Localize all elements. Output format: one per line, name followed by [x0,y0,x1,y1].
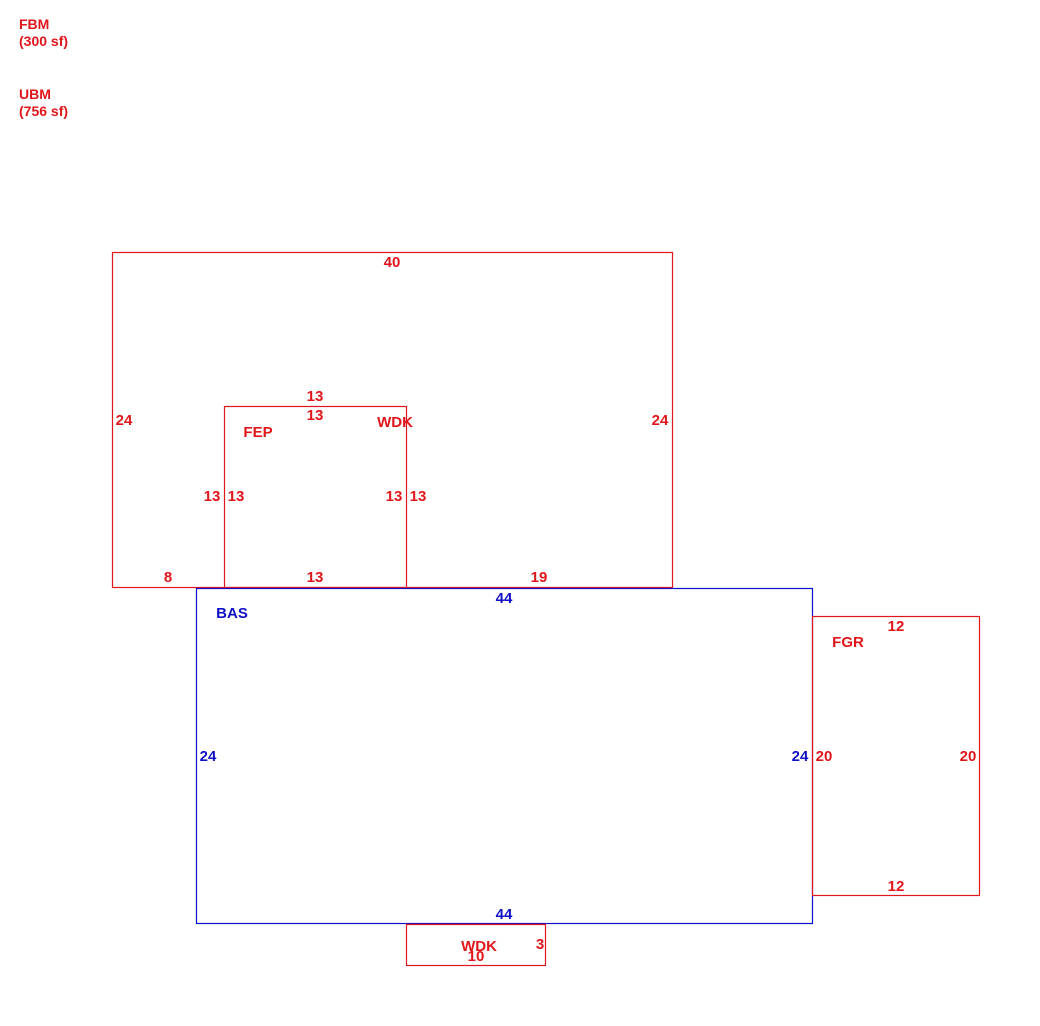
fgr-dim-top: 12 [888,618,905,635]
fgr-dim-left: 20 [816,748,833,765]
bas-dim-top: 44 [496,590,513,607]
fgr-outline [811,615,981,897]
bas-dim-left: 24 [200,748,217,765]
legend-ubm-code: UBM [19,86,51,102]
wdk-upper-dim-top: 13 [307,407,324,424]
legend-ubm-area: (756 sf) [19,103,69,119]
upper-dim-right: 24 [652,412,669,429]
legend-fbm-area: (300 sf) [19,33,69,49]
wdk-lower-label: WDK [461,938,497,955]
wdk-lower-outline [405,923,547,967]
upper-dim-bottom-right: 19 [531,569,548,586]
bas-dim-right: 24 [792,748,809,765]
fgr-dim-bottom: 12 [888,878,905,895]
fep-dim-left: 13 [204,488,221,505]
fep-label: FEP [243,424,272,441]
wdk-lower-dim-bottom: 10 [468,948,485,965]
bas-outline [195,587,814,925]
wdk-upper-dim-right: 13 [410,488,427,505]
bas-label: BAS [216,605,248,622]
fgr-label: FGR [832,634,864,651]
wdk-lower-dim-right: 3 [536,936,544,953]
legend-fbm: FBM (300 sf) [19,16,68,50]
fep-dim-bottom: 13 [307,569,324,586]
bas-dim-bottom: 44 [496,906,513,923]
wdk-upper-label: WDK [377,414,413,431]
fep-outline [223,405,408,589]
fgr-dim-right: 20 [960,748,977,765]
legend-ubm: UBM (756 sf) [19,86,68,120]
upper-dim-bottom-left: 8 [164,569,172,586]
fep-dim-top: 13 [307,388,324,405]
upper-dim-left: 24 [116,412,133,429]
upper-dim-top: 40 [384,254,401,271]
legend-fbm-code: FBM [19,16,50,32]
fep-dim-right: 13 [386,488,403,505]
wdk-upper-dim-left: 13 [228,488,245,505]
